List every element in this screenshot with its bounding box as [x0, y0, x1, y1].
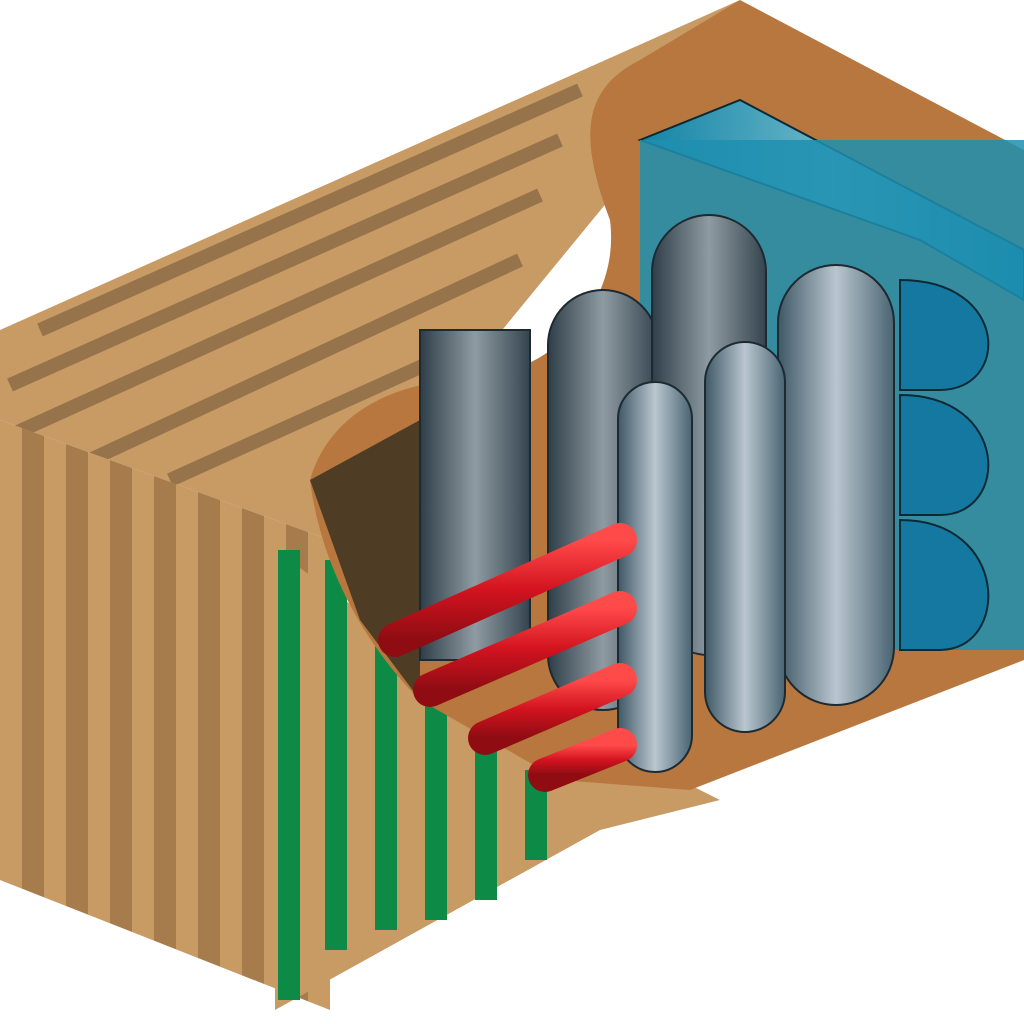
blue-box-curves — [899, 278, 990, 651]
top-ribs — [0, 83, 583, 487]
cylinders — [419, 214, 895, 773]
container-front — [0, 420, 330, 1010]
red-rods — [378, 523, 637, 792]
green-stripes — [278, 550, 547, 1000]
